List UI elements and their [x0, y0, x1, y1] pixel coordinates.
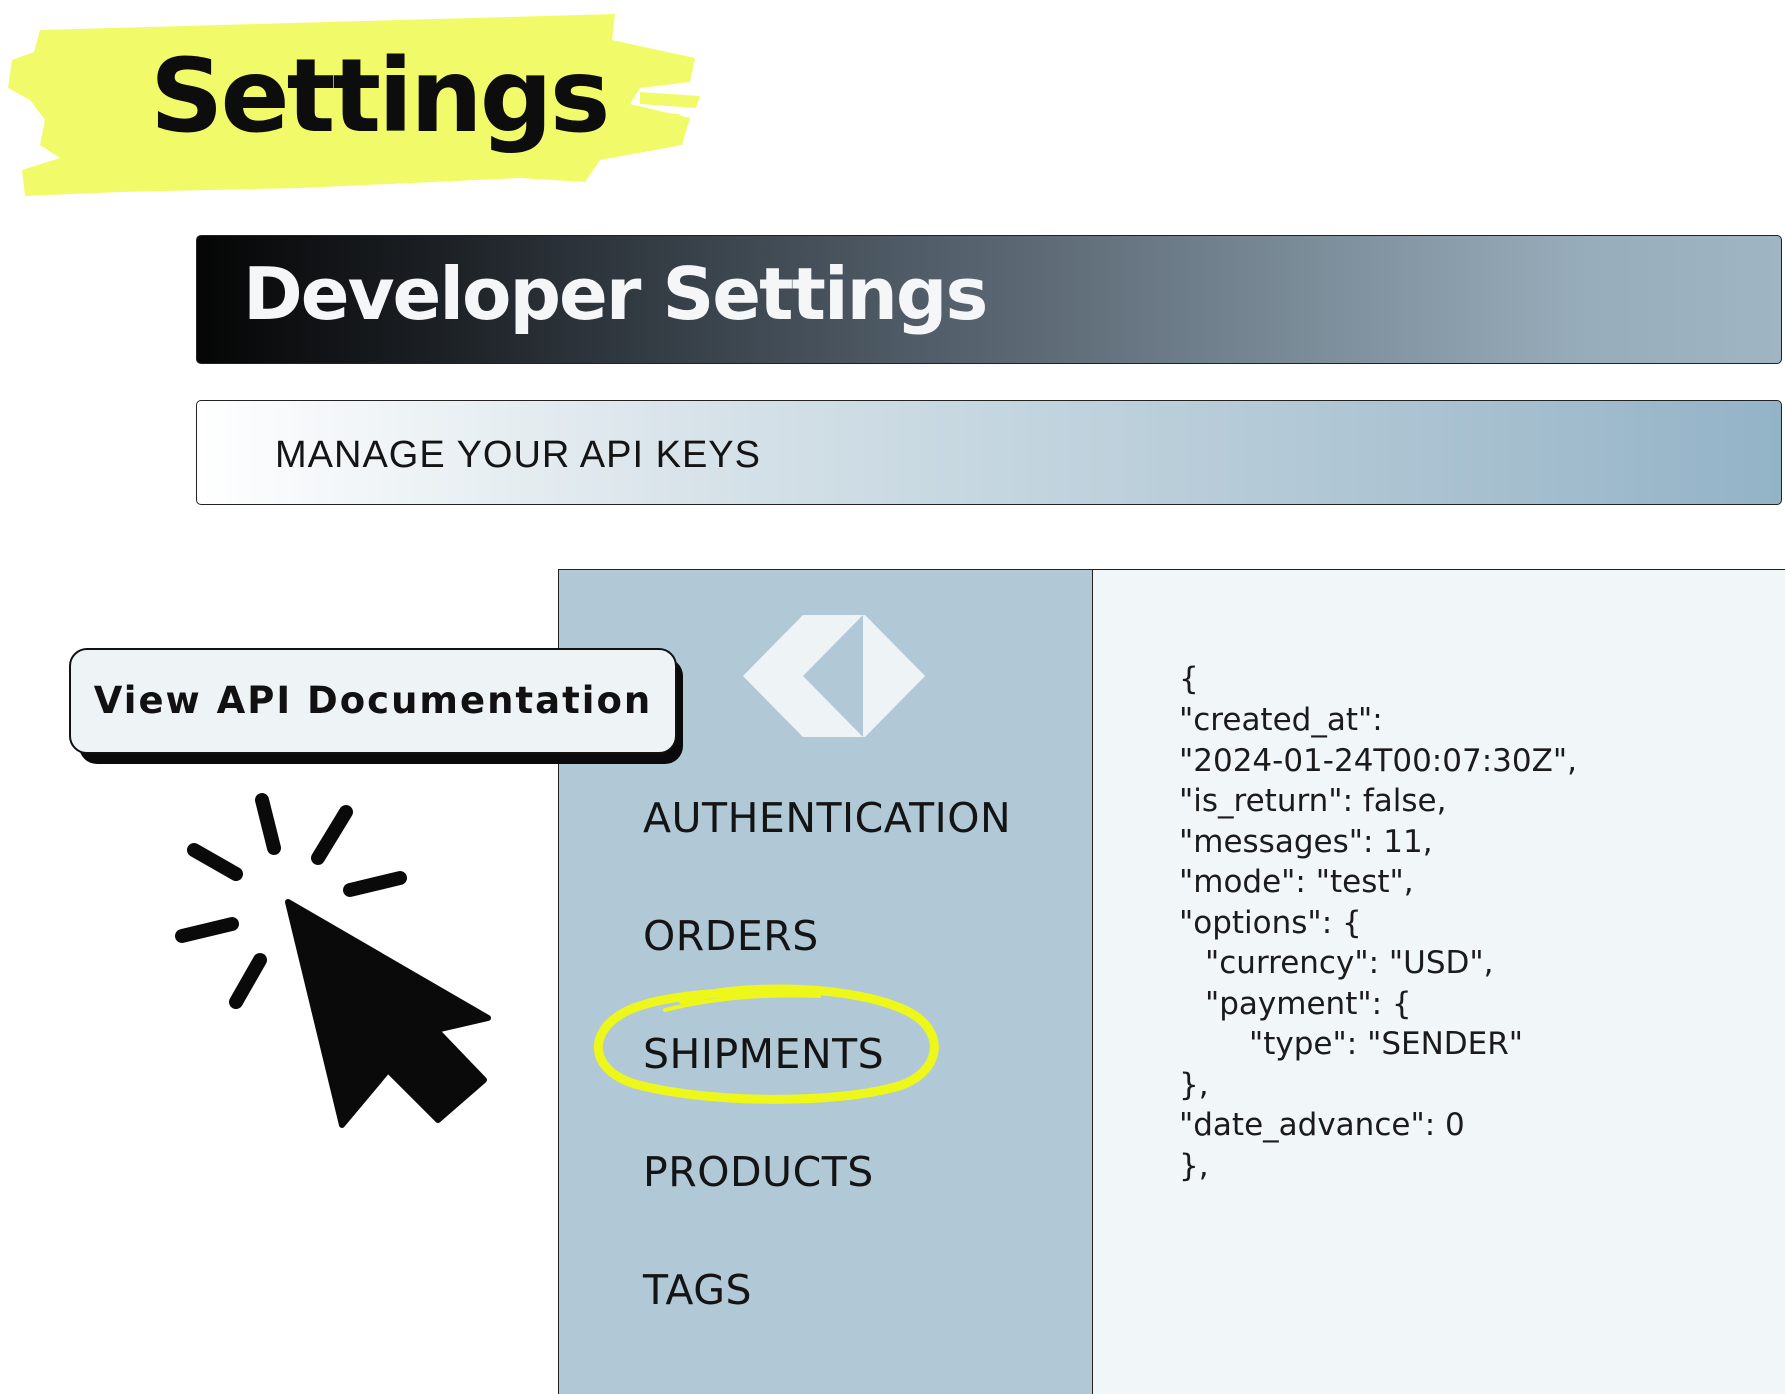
code-line: "messages": 11, — [1179, 824, 1433, 860]
nav-item-tags[interactable]: TAGS — [643, 1266, 752, 1314]
cursor-click-icon — [175, 793, 491, 1128]
code-line: }, — [1179, 1148, 1209, 1184]
code-line: "mode": "test", — [1179, 864, 1414, 900]
nav-item-authentication[interactable]: AUTHENTICATION — [643, 794, 1012, 842]
page-title: Settings — [150, 37, 610, 156]
code-line: { — [1179, 661, 1199, 697]
code-line: "2024-01-24T00:07:30Z", — [1179, 743, 1577, 779]
code-line: }, — [1179, 1067, 1209, 1103]
code-line: "date_advance": 0 — [1179, 1107, 1465, 1143]
code-line: "type": "SENDER" — [1249, 1026, 1524, 1062]
view-api-documentation-button[interactable]: View API Documentation — [69, 648, 677, 754]
highlight-circle — [594, 984, 939, 1104]
code-line: "options": { — [1179, 905, 1362, 941]
code-line: "created_at": — [1179, 702, 1383, 738]
code-line: "is_return": false, — [1179, 783, 1447, 819]
nav-item-shipments[interactable]: SHIPMENTS — [643, 1030, 885, 1078]
developer-settings-banner: Developer Settings — [196, 235, 1782, 364]
code-sample-panel: { "created_at": "2024-01-24T00:07:30Z", … — [1092, 569, 1785, 1394]
highlighter-stroke — [8, 14, 700, 196]
manage-api-keys-bar[interactable]: MANAGE YOUR API KEYS — [196, 400, 1782, 505]
developer-settings-title: Developer Settings — [243, 252, 988, 336]
manage-api-keys-label: MANAGE YOUR API KEYS — [275, 434, 762, 476]
code-line: "payment": { — [1205, 986, 1412, 1022]
diamond-logo-icon — [743, 615, 925, 737]
nav-item-orders[interactable]: ORDERS — [643, 912, 819, 960]
nav-item-products[interactable]: PRODUCTS — [643, 1148, 874, 1196]
code-line: "currency": "USD", — [1205, 945, 1494, 981]
